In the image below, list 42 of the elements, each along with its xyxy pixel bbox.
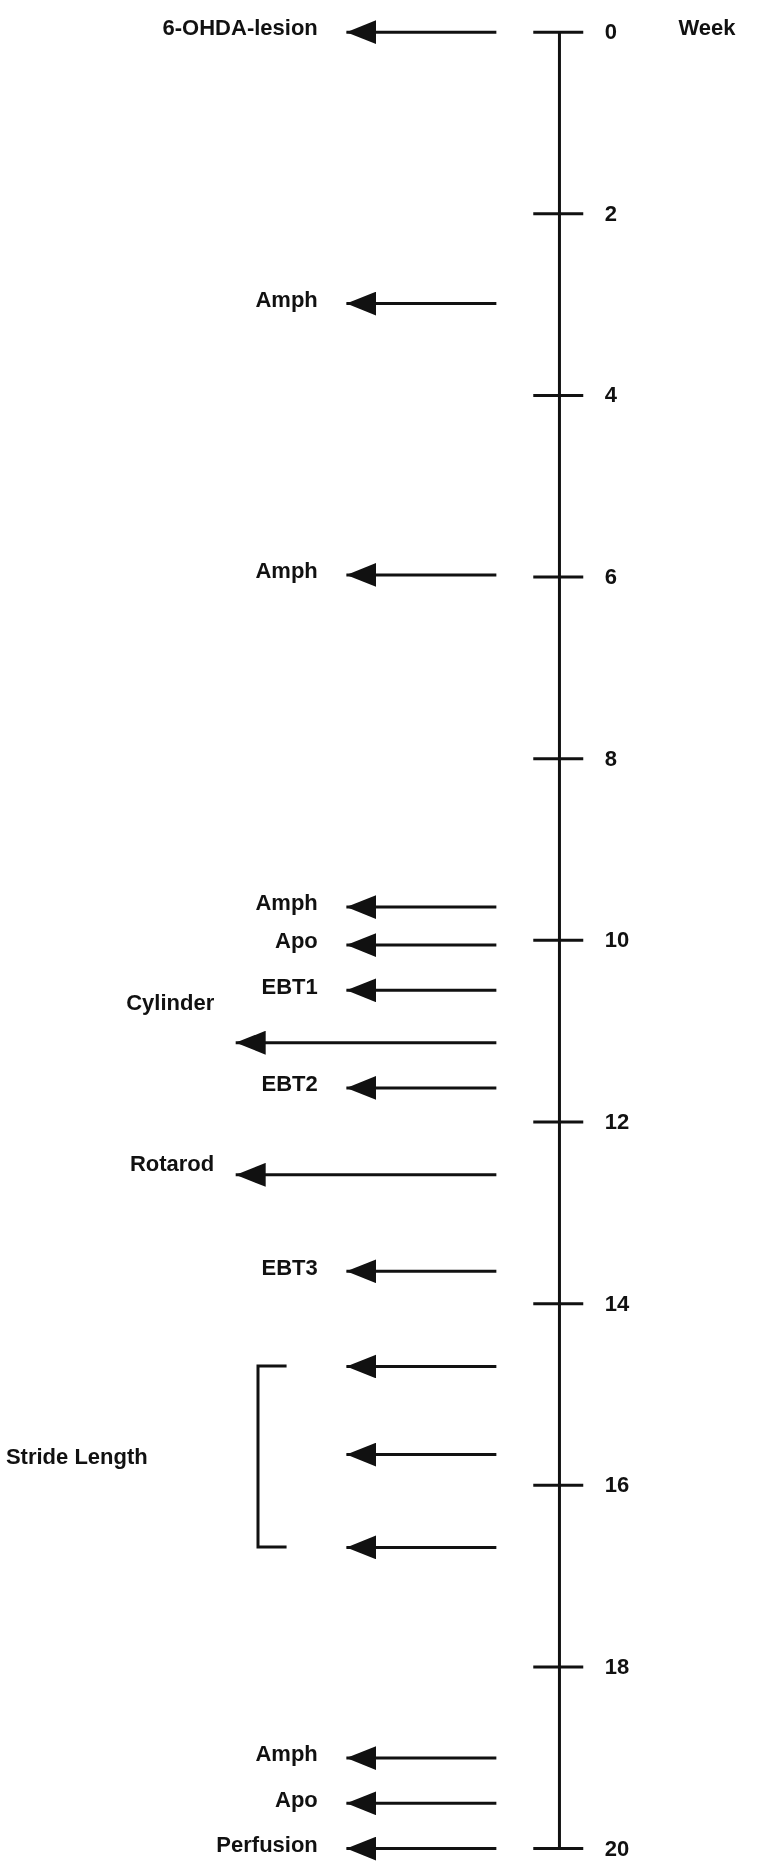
- arrow: [346, 1075, 497, 1100]
- event-label: Perfusion: [216, 1831, 318, 1858]
- arrow: [346, 933, 497, 958]
- tick-label: 14: [604, 1290, 630, 1317]
- axis-unit-label: Week: [678, 15, 736, 42]
- arrow: [346, 1746, 497, 1771]
- event-label: Amph: [255, 890, 318, 917]
- tick-label: 12: [604, 1109, 630, 1135]
- arrow: [346, 1791, 497, 1816]
- event-label: Apo: [275, 928, 318, 955]
- tick-label: 16: [604, 1472, 630, 1499]
- tick-label: 4: [604, 382, 617, 409]
- event-label: EBT1: [261, 973, 318, 1000]
- tick-label: 20: [604, 1835, 630, 1862]
- arrow: [235, 1030, 497, 1055]
- arrow: [346, 1354, 497, 1379]
- tick-label: 6: [604, 564, 617, 591]
- event-label: 6-OHDA-lesion: [162, 15, 318, 42]
- arrow: [346, 562, 497, 587]
- tick-label: 2: [604, 200, 617, 227]
- arrow: [346, 20, 497, 45]
- event-label: Rotarod: [129, 1151, 215, 1178]
- event-label: EBT3: [261, 1254, 318, 1281]
- arrow: [346, 1836, 497, 1861]
- tick-label: 8: [604, 745, 617, 772]
- event-label: Cylinder: [126, 990, 215, 1017]
- arrow: [346, 291, 497, 316]
- event-label: EBT2: [261, 1071, 318, 1098]
- tick-label: 10: [604, 927, 630, 954]
- arrow: [346, 978, 497, 1003]
- event-label: Apo: [275, 1786, 318, 1813]
- arrow: [346, 1259, 497, 1284]
- tick-label: 18: [604, 1653, 630, 1680]
- arrow: [235, 1162, 497, 1187]
- arrow: [346, 1535, 497, 1560]
- event-label: Amph: [255, 1741, 318, 1768]
- arrow: [346, 895, 497, 920]
- group-label: Stride Length: [5, 1443, 148, 1470]
- event-label: Amph: [255, 558, 318, 585]
- event-label: Amph: [255, 286, 318, 313]
- arrow: [346, 1442, 497, 1467]
- tick-label: 0: [604, 19, 617, 46]
